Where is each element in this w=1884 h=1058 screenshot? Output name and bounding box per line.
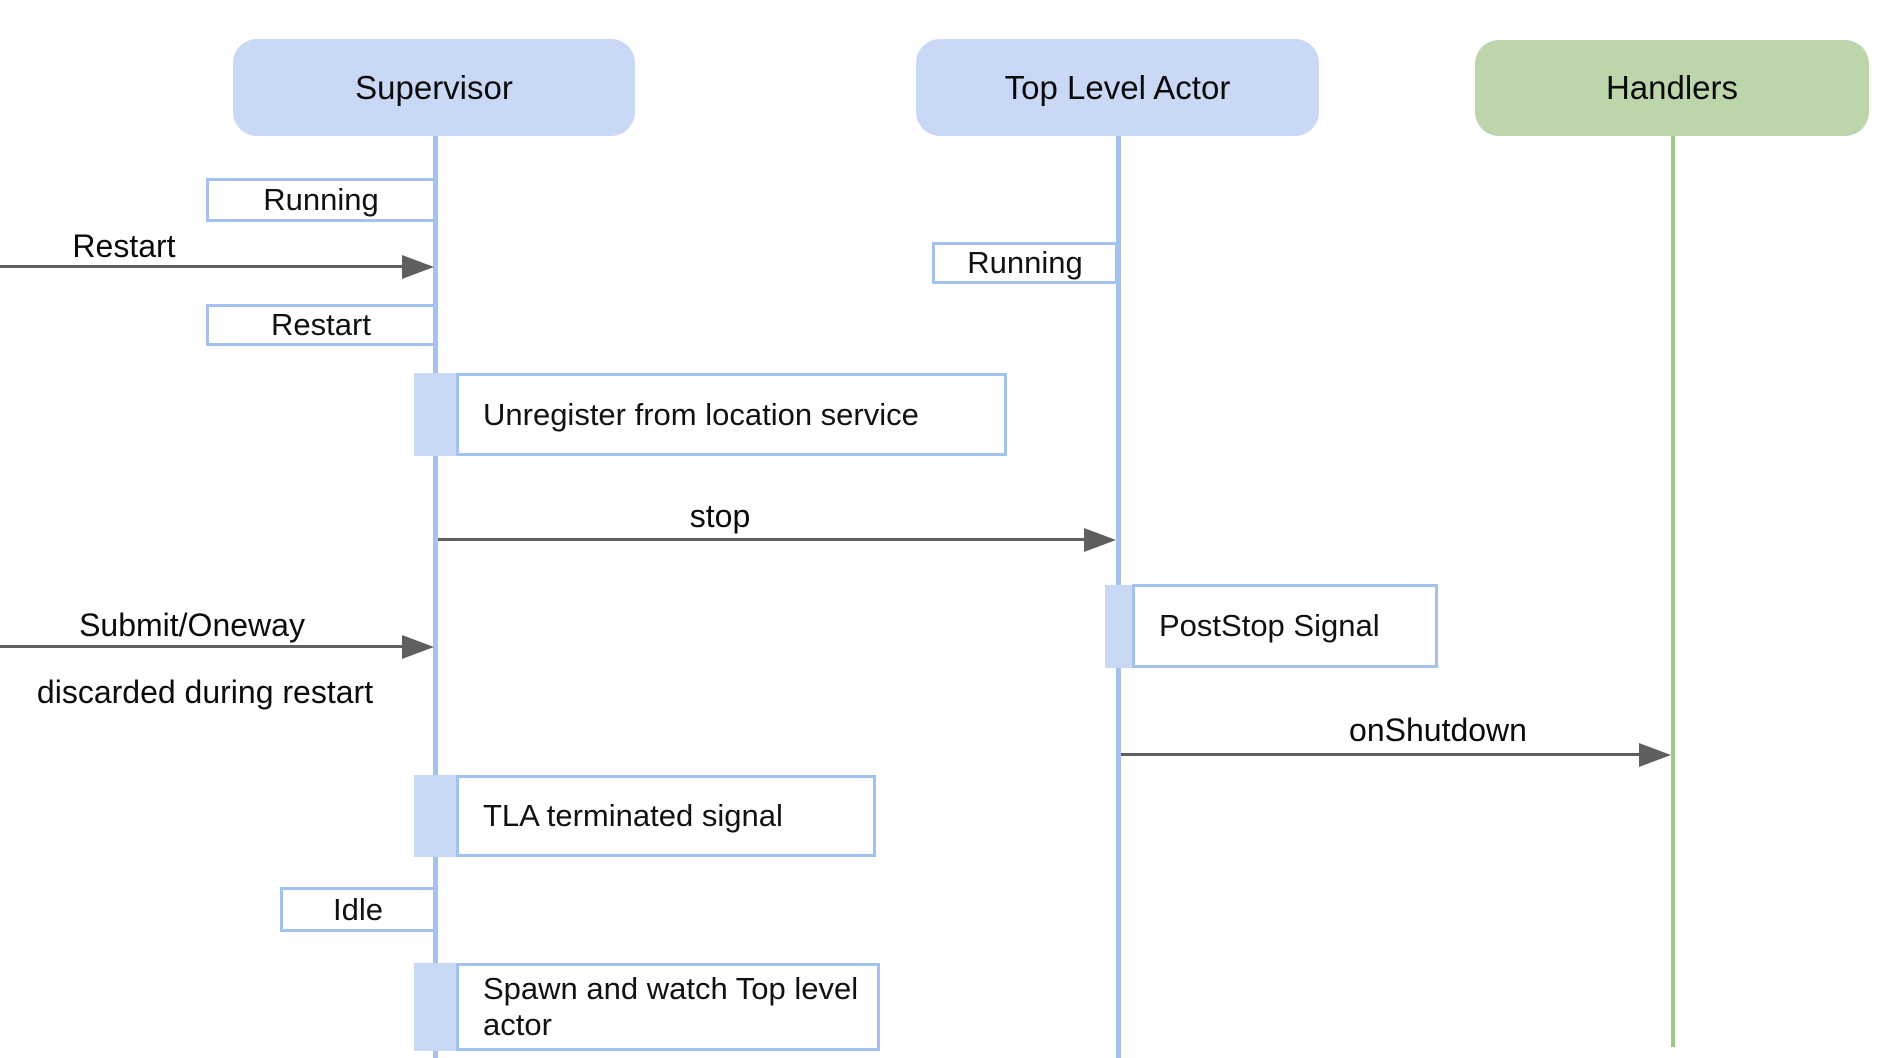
note-label-tla-terminated: TLA terminated signal: [483, 798, 783, 833]
note-box-tla-terminated: TLA terminated signal: [456, 775, 876, 857]
note-label-post-stop: PostStop Signal: [1159, 608, 1380, 643]
message-submit-note-label: discarded during restart: [36, 674, 374, 710]
note-box-post-stop: PostStop Signal: [1132, 584, 1438, 668]
actor-box-top-level-actor: Top Level Actor: [916, 39, 1319, 136]
activation-bar-post-stop: [1105, 585, 1132, 668]
message-submit-arrowhead-icon: [402, 635, 434, 659]
note-label-unregister: Unregister from location service: [483, 396, 919, 432]
activation-bar-tla-terminated: [414, 775, 456, 857]
activation-bar-spawn: [414, 963, 456, 1051]
message-submit-line: [0, 645, 404, 648]
message-stop-arrowhead-icon: [1084, 528, 1116, 552]
state-label-supervisor-idle: Idle: [333, 891, 383, 927]
message-stop-line: [438, 538, 1086, 541]
state-label-supervisor-restart: Restart: [271, 307, 371, 342]
activation-bar-unregister: [414, 373, 456, 456]
actor-label-handlers: Handlers: [1605, 69, 1739, 106]
actor-box-handlers: Handlers: [1475, 40, 1869, 136]
note-box-unregister: Unregister from location service: [456, 373, 1007, 456]
message-restart-label: Restart: [72, 228, 176, 264]
message-restart-arrowhead-icon: [402, 255, 434, 279]
message-on-shutdown-arrowhead-icon: [1639, 743, 1671, 767]
message-on-shutdown-line: [1121, 753, 1639, 756]
lifeline-supervisor: [433, 136, 438, 1058]
state-box-supervisor-restart: Restart: [206, 304, 436, 346]
state-label-tla-running: Running: [967, 245, 1083, 280]
message-on-shutdown-label: onShutdown: [1349, 712, 1527, 748]
lifeline-handlers: [1671, 136, 1675, 1047]
state-box-supervisor-running: Running: [206, 178, 436, 222]
state-box-supervisor-idle: Idle: [280, 887, 436, 932]
message-submit-label: Submit/Oneway: [79, 607, 305, 643]
note-label-spawn: Spawn and watch Top level actor: [483, 971, 859, 1042]
actor-label-supervisor: Supervisor: [355, 68, 513, 106]
actor-label-top-level-actor: Top Level Actor: [1004, 68, 1231, 106]
message-stop-label: stop: [689, 498, 751, 534]
message-restart-line: [0, 265, 404, 268]
state-label-supervisor-running: Running: [263, 182, 379, 217]
actor-box-supervisor: Supervisor: [233, 39, 635, 136]
state-box-tla-running: Running: [932, 242, 1118, 284]
note-box-spawn: Spawn and watch Top level actor: [456, 963, 880, 1051]
